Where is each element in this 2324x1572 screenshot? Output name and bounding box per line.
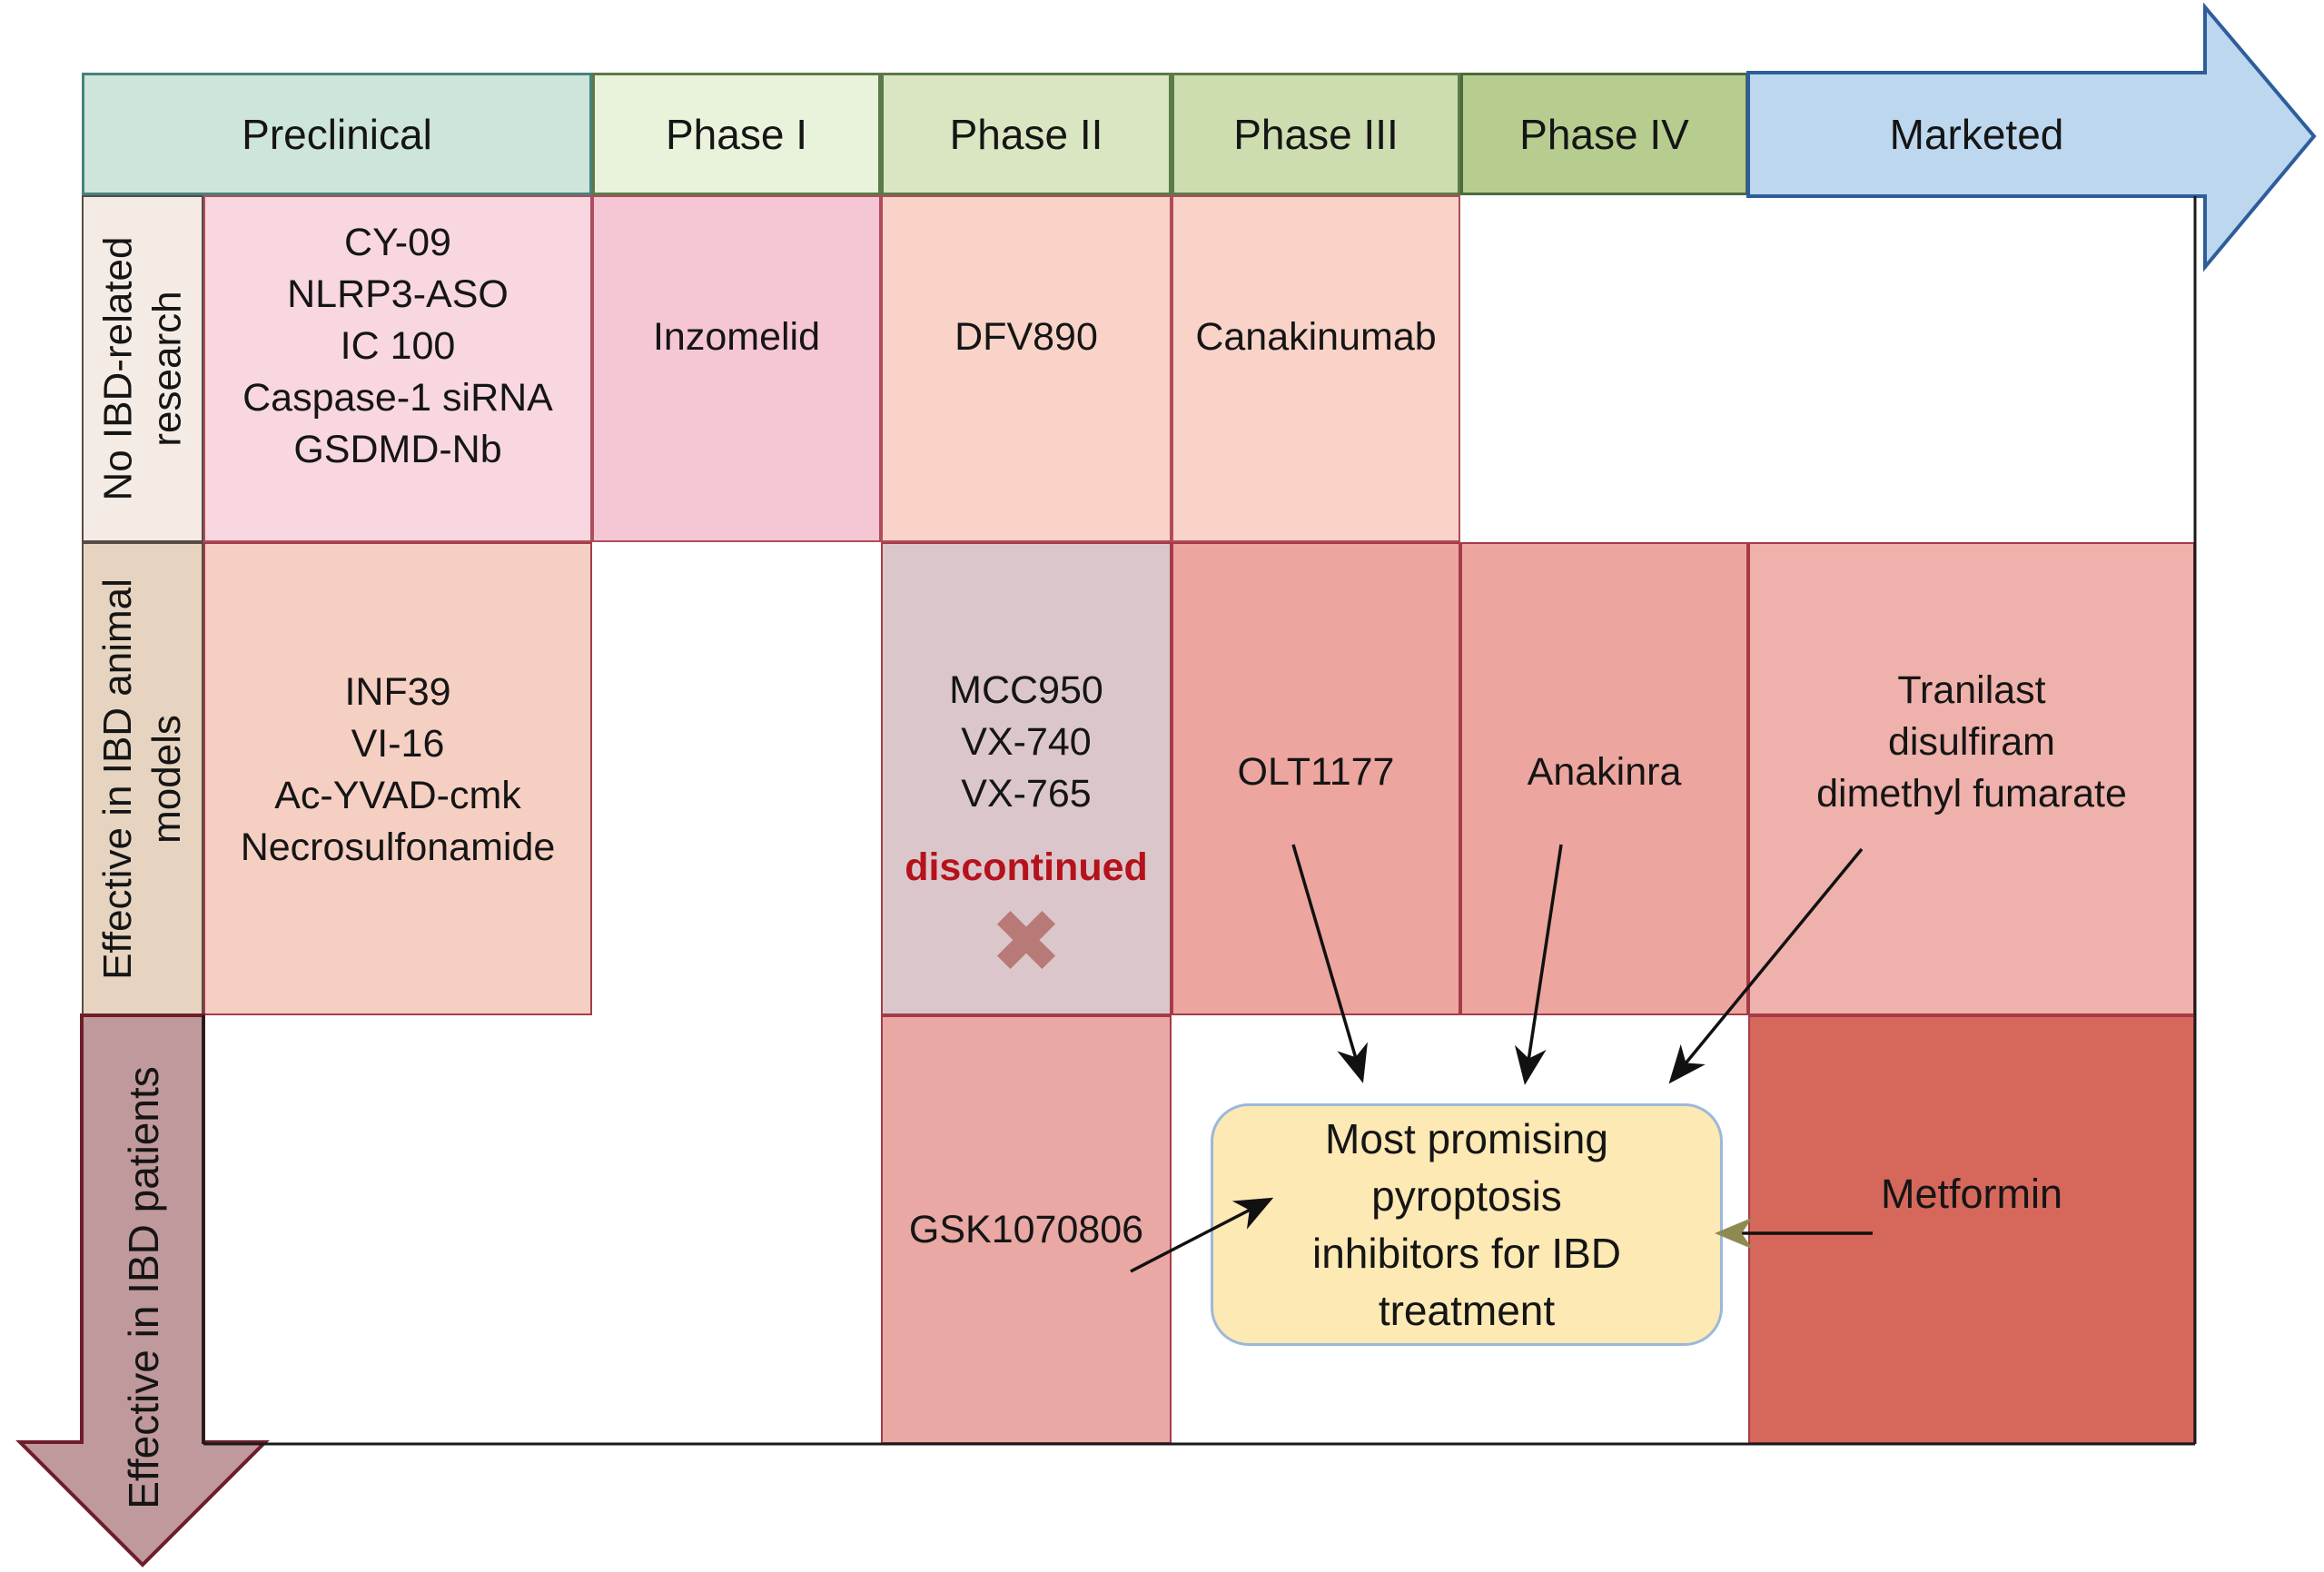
header-cell-phase2: Phase II (881, 73, 1172, 195)
discontinued-status-label: discontinued (905, 845, 1148, 889)
header-cell-phase4: Phase IV (1460, 73, 1748, 195)
drug-list: Canakinumab (1195, 314, 1437, 359)
cell-r3-marketed: Metformin (1748, 1015, 2195, 1444)
row-label-text: Effective in IBD patients (120, 1066, 168, 1509)
header-cell-phase1: Phase I (592, 73, 881, 195)
cell-r1-phase2: DFV890 (881, 195, 1172, 542)
header-cell-phase3: Phase III (1172, 73, 1460, 195)
drug-list: Metformin (1880, 1170, 2063, 1217)
header-label-phase1: Phase I (666, 110, 807, 158)
header-label-phase2: Phase II (949, 110, 1103, 158)
cell-r2-phase4: Anakinra (1460, 542, 1748, 1015)
header-label-marketed: Marketed (1889, 111, 2064, 158)
header-label-preclinical: Preclinical (242, 110, 432, 158)
header-cell-preclinical: Preclinical (82, 73, 592, 195)
discontinued-x-icon: ✖ (989, 894, 1063, 991)
drug-list: Anakinra (1527, 749, 1682, 794)
cell-r3-phase2: GSK1070806 (881, 1015, 1172, 1444)
header-label-phase4: Phase IV (1519, 110, 1689, 158)
header-cell-marketed: Marketed (1748, 73, 2205, 196)
row-label-effective-ibd-patients: Effective in IBD patients (21, 1015, 266, 1560)
header-label-phase3: Phase III (1233, 110, 1399, 158)
cell-r2-phase3: OLT1177 (1172, 542, 1460, 1015)
cell-r1-phase1: Inzomelid (592, 195, 881, 542)
drug-list: OLT1177 (1237, 749, 1395, 794)
drug-list: DFV890 (954, 314, 1098, 359)
drug-list: GSK1070806 (908, 1207, 1144, 1251)
drug-list: Inzomelid (652, 314, 821, 359)
cell-r1-phase3: Canakinumab (1172, 195, 1460, 542)
